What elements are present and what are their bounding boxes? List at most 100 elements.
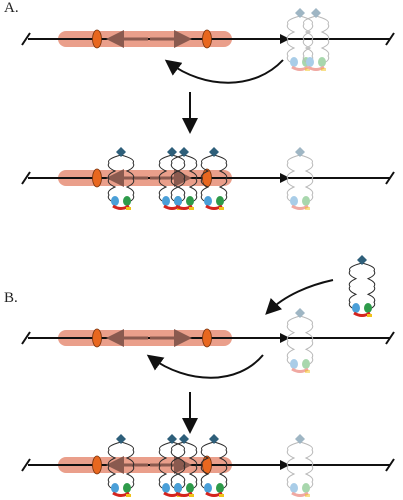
cohesin-ring-icon <box>170 434 198 497</box>
head-green <box>302 196 310 206</box>
head-blue <box>204 483 212 493</box>
hinge-icon <box>295 147 305 157</box>
hinge-icon <box>167 147 177 157</box>
accent-yellow <box>189 494 194 497</box>
head-blue <box>290 196 298 206</box>
accent-yellow <box>219 207 224 210</box>
ring-strand <box>299 154 314 204</box>
kleisin-band <box>175 491 193 497</box>
kleisin-band <box>291 204 309 210</box>
ring-strand <box>286 154 301 204</box>
ring-strand <box>286 315 301 367</box>
head-blue <box>204 196 212 206</box>
kleisin-band <box>205 204 223 210</box>
curved-arrow-icon <box>265 279 334 315</box>
head-blue <box>174 483 182 493</box>
ring-strand <box>183 154 198 204</box>
binding-site <box>92 168 102 188</box>
strand-break-right <box>385 32 395 46</box>
hinge-icon <box>179 434 189 444</box>
ring-strand <box>361 262 376 311</box>
binding-site <box>92 29 102 49</box>
ring-strand <box>213 441 228 491</box>
dna-rows <box>21 29 395 475</box>
head-blue <box>290 359 298 369</box>
curved-arrow-icon <box>164 59 284 84</box>
strand-break-left <box>21 171 31 185</box>
curved-arrow-icon <box>146 354 264 379</box>
head-blue <box>290 483 298 493</box>
head-green <box>186 196 194 206</box>
accent-yellow <box>189 207 194 210</box>
ring-strand <box>120 154 135 204</box>
hinge-icon <box>179 147 189 157</box>
kleisin-band <box>112 491 130 497</box>
head-blue <box>111 483 119 493</box>
panel-label-a: A. <box>4 0 19 16</box>
hinge-icon <box>209 434 219 444</box>
head-blue <box>306 57 314 67</box>
ring-strand <box>120 441 135 491</box>
direction-arrowhead <box>280 34 290 44</box>
head-green <box>216 196 224 206</box>
ring-strand <box>183 441 198 491</box>
head-blue <box>352 303 360 313</box>
strand-break-right <box>385 331 395 345</box>
strand-break-right <box>385 458 395 472</box>
accent-yellow <box>126 207 131 210</box>
direction-arrowhead <box>280 333 290 343</box>
binding-site <box>92 455 102 475</box>
strand-break-left <box>21 32 31 46</box>
hinge-icon <box>116 434 126 444</box>
dna-strand-row <box>21 29 395 49</box>
cohesin-ring-icon <box>107 147 135 210</box>
accent-yellow <box>305 370 310 373</box>
hinge-icon <box>295 308 305 318</box>
head-blue <box>290 57 298 67</box>
panel-label-b: B. <box>4 290 18 306</box>
ring-strand <box>348 262 363 311</box>
kleisin-band <box>175 204 193 210</box>
ring-strand <box>315 15 330 65</box>
cohesin-ring-icon <box>286 308 314 373</box>
accent-yellow <box>321 68 326 71</box>
head-blue <box>162 196 170 206</box>
ring-strand <box>170 154 185 204</box>
cohesin-ring-icon <box>107 434 135 497</box>
binding-site <box>202 328 212 348</box>
ring-strand <box>200 154 215 204</box>
cohesin-rings <box>107 8 376 497</box>
ring-strand <box>299 15 314 65</box>
head-green <box>186 483 194 493</box>
kleisin-band <box>112 204 130 210</box>
ring-strand <box>299 441 314 491</box>
cohesin-ring-icon <box>170 147 198 210</box>
head-blue <box>174 196 182 206</box>
cohesin-ring-icon <box>286 434 314 497</box>
ring-strand <box>171 154 186 204</box>
head-green <box>302 483 310 493</box>
dna-strand-row <box>21 168 395 188</box>
accent-yellow <box>126 494 131 497</box>
accent-yellow <box>219 494 224 497</box>
accent-yellow <box>305 207 310 210</box>
cohesin-ring-icon <box>200 147 228 210</box>
head-blue <box>111 196 119 206</box>
ring-strand <box>170 441 185 491</box>
hinge-icon <box>295 434 305 444</box>
kleisin-band <box>291 367 309 373</box>
direction-arrowhead <box>280 460 290 470</box>
head-blue <box>162 483 170 493</box>
ring-strand <box>107 154 122 204</box>
cohesin-ring-icon <box>200 434 228 497</box>
accent-yellow <box>305 494 310 497</box>
cohesin-ring-icon <box>286 147 314 210</box>
kleisin-band <box>291 491 309 497</box>
ring-strand <box>286 441 301 491</box>
head-green <box>364 303 372 313</box>
strand-break-left <box>21 458 31 472</box>
head-green <box>216 483 224 493</box>
kleisin-band <box>291 65 309 71</box>
ring-strand <box>302 15 317 65</box>
ring-strand <box>299 315 314 367</box>
